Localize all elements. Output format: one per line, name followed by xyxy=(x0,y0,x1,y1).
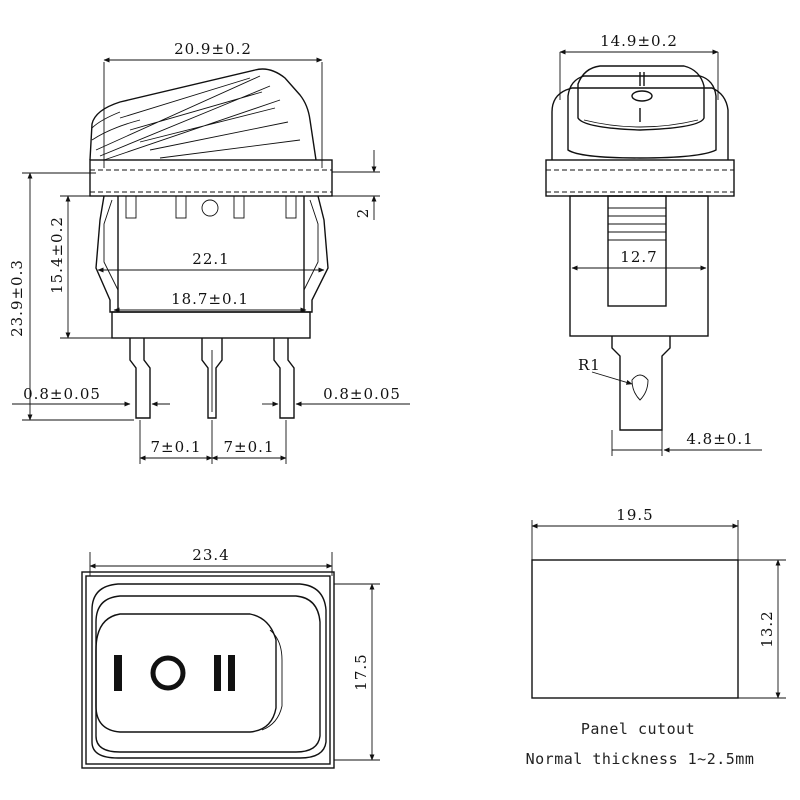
switch-symbol-o xyxy=(150,655,186,691)
front-body-height-label: 15.4±0.2 xyxy=(48,216,66,294)
pin-thickness-right-label: 0.8±0.05 xyxy=(323,385,401,403)
front-view: 20.9±0.2 22.1 18.7±0.1 23.9±0.3 15.4±0.2… xyxy=(8,40,410,464)
side-terminal-width-label: 4.8±0.1 xyxy=(686,430,753,448)
cutout-height-label: 13.2 xyxy=(758,610,776,647)
switch-symbol-ii-right xyxy=(228,655,235,691)
top-height-label: 17.5 xyxy=(352,653,370,690)
front-flange-label: 2 xyxy=(354,208,372,219)
front-base-width-label: 18.7±0.1 xyxy=(171,290,249,308)
cutout-width-label: 19.5 xyxy=(616,506,653,524)
cutout-thickness-note: Normal thickness 1~2.5mm xyxy=(526,750,755,768)
pin-pitch-right-label: 7±0.1 xyxy=(224,438,275,456)
top-view: 23.4 17.5 xyxy=(81,546,380,769)
top-width-label: 23.4 xyxy=(192,546,229,564)
side-radius-label: R1 xyxy=(578,356,601,374)
switch-symbol-ii-left xyxy=(214,655,221,691)
panel-cutout: 19.5 13.2 Panel cutout Normal thickness … xyxy=(526,506,786,768)
switch-symbol-i xyxy=(114,655,122,691)
front-total-height-label: 23.9±0.3 xyxy=(8,259,26,337)
front-top-width-label: 20.9±0.2 xyxy=(174,40,252,58)
front-body-width-label: 22.1 xyxy=(192,250,229,268)
pin-thickness-left-label: 0.8±0.05 xyxy=(23,385,101,403)
side-body-width-label: 12.7 xyxy=(620,248,657,266)
pin-pitch-left-label: 7±0.1 xyxy=(151,438,202,456)
side-view: R1 14.9±0.2 12.7 4.8±0.1 xyxy=(545,32,762,456)
side-top-width-label: 14.9±0.2 xyxy=(600,32,678,50)
cutout-title: Panel cutout xyxy=(581,720,695,738)
